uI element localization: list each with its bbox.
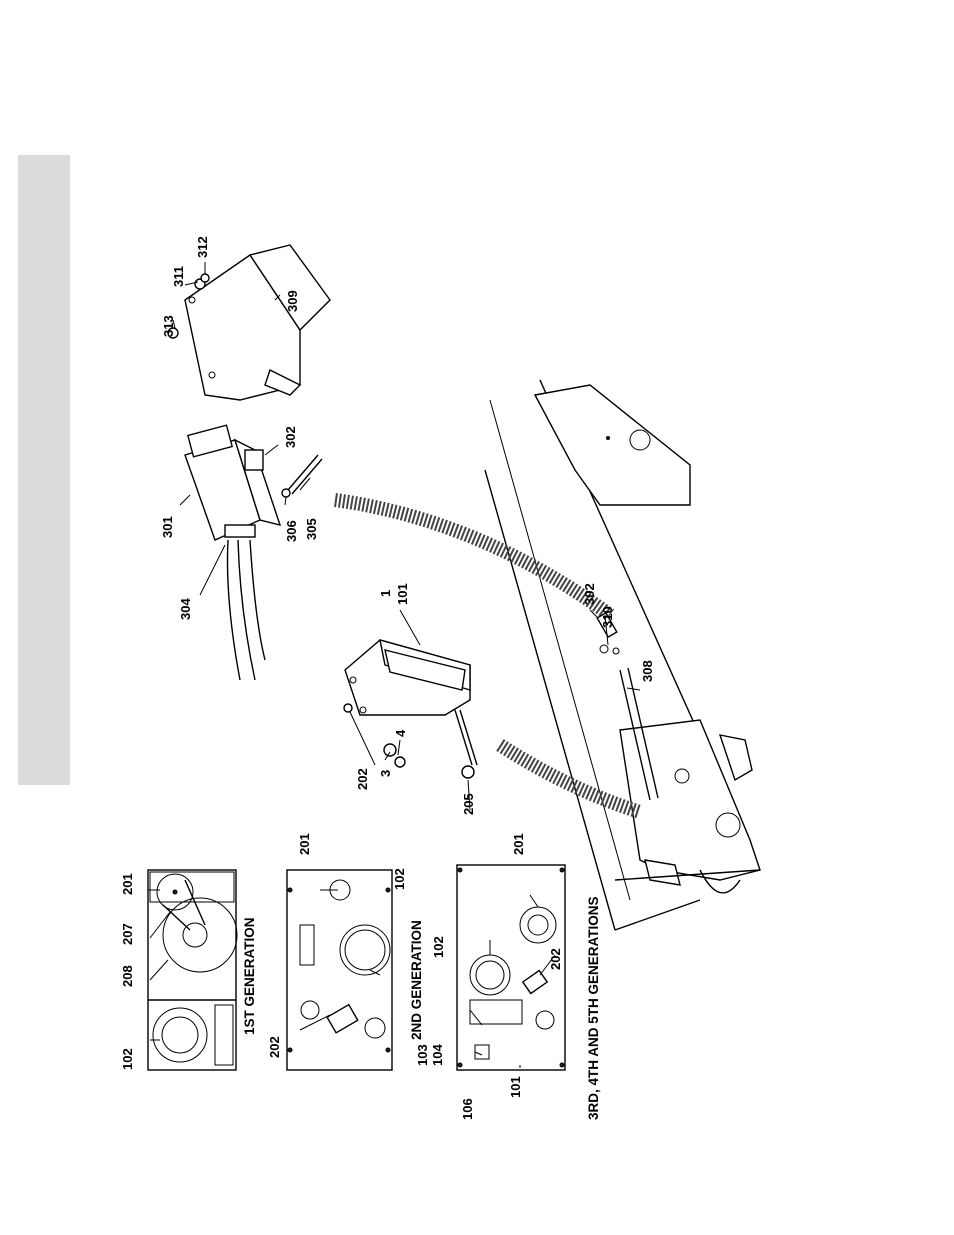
callout-312: 312 (195, 236, 210, 258)
gen1-callout-208: 208 (120, 965, 135, 987)
gen1-callout-207: 207 (120, 923, 135, 945)
callout-302-motor: 302 (283, 426, 298, 448)
callout-313: 313 (161, 315, 176, 337)
gen1-callout-102: 102 (120, 1048, 135, 1070)
gen2-caption: 2ND GENERATION (409, 920, 424, 1040)
callout-310: 310 (600, 606, 615, 628)
frame-rail (485, 380, 760, 930)
gen345-caption: 3RD, 4TH AND 5TH GENERATIONS (586, 896, 601, 1120)
cable-lower (500, 745, 640, 812)
callout-101-box: 101 (395, 583, 410, 605)
gen345-callout-106: 106 (460, 1098, 475, 1120)
callout-4: 4 (393, 729, 408, 737)
gen2-callout-102: 102 (392, 868, 407, 890)
gen345-callout-101: 101 (508, 1076, 523, 1098)
callout-1: 1 (378, 590, 393, 597)
control-box-1 (344, 640, 477, 778)
gen345-callout-103: 103 (415, 1044, 430, 1066)
callout-202-box: 202 (355, 768, 370, 790)
gen345-callout-202: 202 (548, 948, 563, 970)
motor-301 (185, 425, 322, 680)
gen1-callout-201: 201 (120, 873, 135, 895)
gen2-panel (287, 870, 392, 1070)
callout-302-rail: 302 (582, 583, 597, 605)
gen345-callout-201: 201 (511, 833, 526, 855)
gen2-callout-202: 202 (267, 1036, 282, 1058)
cover-309 (168, 245, 330, 400)
callout-304: 304 (178, 598, 193, 620)
callout-3: 3 (378, 770, 393, 777)
callout-205: 205 (461, 793, 476, 815)
callout-311: 311 (171, 266, 186, 287)
callout-305: 305 (304, 518, 319, 540)
gen1-caption: 1ST GENERATION (242, 917, 257, 1035)
gen345-callout-102: 102 (431, 936, 446, 958)
callout-308: 308 (640, 660, 655, 682)
gen1-panel (148, 870, 237, 1070)
callout-301: 301 (160, 516, 175, 538)
callout-309: 309 (285, 290, 300, 312)
gen345-callout-104: 104 (430, 1044, 445, 1066)
callout-306: 306 (284, 520, 299, 542)
gen2-callout-201: 201 (297, 833, 312, 855)
cable-upper (335, 500, 610, 615)
